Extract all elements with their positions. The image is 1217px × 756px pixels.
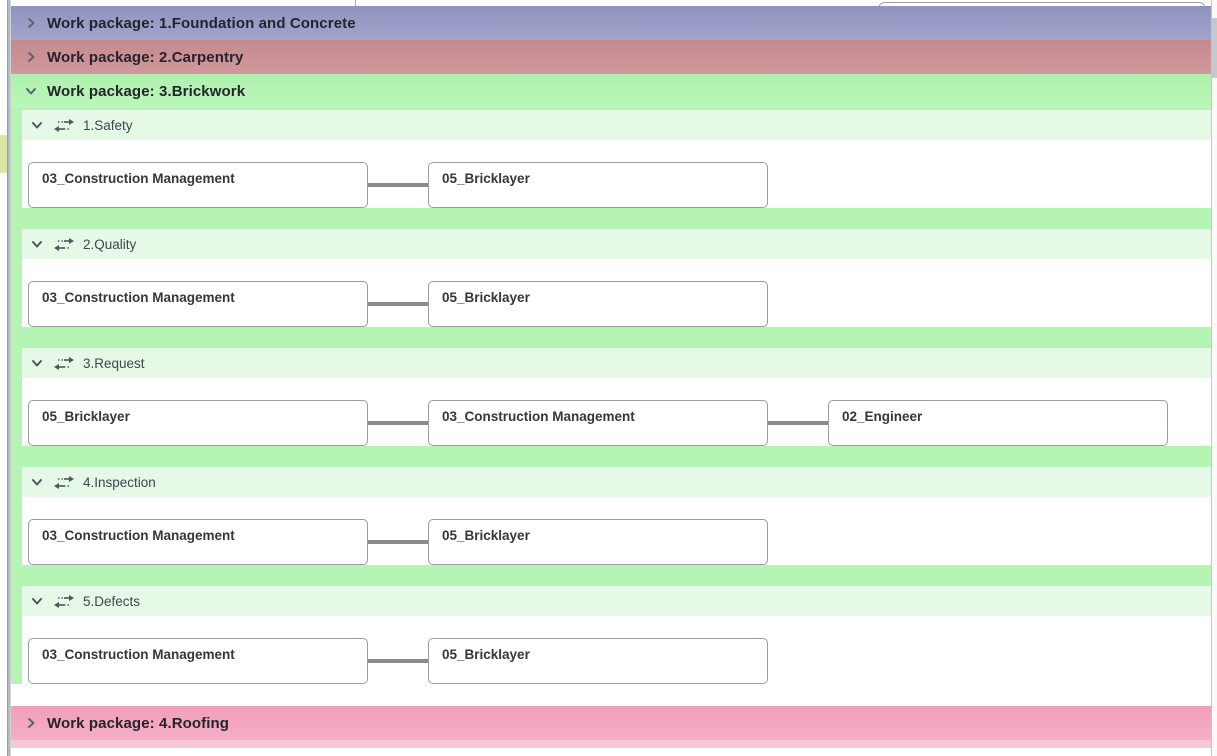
section-gap	[11, 696, 1211, 706]
task-node[interactable]: 05_Bricklayer	[28, 400, 368, 446]
panel-splitter[interactable]	[7, 0, 11, 756]
sequence-flow-connector	[368, 540, 428, 544]
process-label: 1.Safety	[83, 117, 133, 133]
work-package-header[interactable]: Work package: 4.Roofing	[11, 706, 1211, 740]
process-diagram-row: 03_Construction Management 05_Bricklayer	[22, 638, 1211, 684]
scrollbar-thumb[interactable]	[1212, 18, 1217, 78]
chevron-down-icon	[30, 475, 44, 489]
process-row: 1.Safety 03_Construction Management 05_Bri…	[22, 110, 1211, 208]
left-gutter	[0, 0, 7, 756]
swap-arrows-icon	[53, 594, 75, 609]
sequence-flow-connector	[368, 421, 428, 425]
task-node[interactable]: 05_Bricklayer	[428, 638, 768, 684]
work-package-header[interactable]: Work package: 2.Carpentry	[11, 40, 1211, 74]
sequence-flow-connector	[368, 302, 428, 306]
process-label: 3.Request	[83, 355, 145, 371]
process-diagram-row: 03_Construction Management 05_Bricklayer	[22, 519, 1211, 565]
chevron-down-icon	[30, 237, 44, 251]
work-package-header[interactable]: Work package: 3.Brickwork	[11, 74, 1211, 108]
process-diagram-row: 03_Construction Management 05_Bricklayer	[22, 162, 1211, 208]
chevron-right-icon	[24, 16, 38, 30]
chevron-right-icon	[24, 50, 38, 64]
task-node[interactable]: 05_Bricklayer	[428, 281, 768, 327]
process-row: 3.Request 05_Bricklayer 03_Construction Ma…	[22, 348, 1211, 446]
vertical-scrollbar[interactable]	[1211, 0, 1217, 756]
chevron-down-icon	[30, 594, 44, 608]
process-header[interactable]: 3.Request	[22, 348, 1211, 378]
task-node[interactable]: 03_Construction Management	[28, 162, 368, 208]
sequence-flow-connector	[768, 421, 828, 425]
swap-arrows-icon	[53, 237, 75, 252]
sequence-flow-connector	[368, 659, 428, 663]
process-row: 4.Inspection 03_Construction Management 05…	[22, 467, 1211, 565]
task-node[interactable]: 05_Bricklayer	[428, 162, 768, 208]
chevron-down-icon	[30, 118, 44, 132]
sequence-flow-connector	[368, 183, 428, 187]
process-diagram-row: 03_Construction Management 05_Bricklayer	[22, 281, 1211, 327]
next-row-edge	[11, 740, 1211, 748]
work-package-header[interactable]: Work package: 1.Foundation and Concrete	[11, 6, 1211, 40]
process-header[interactable]: 2.Quality	[22, 229, 1211, 259]
process-header[interactable]: 1.Safety	[22, 110, 1211, 140]
toolbar-bottom-edge	[11, 0, 1211, 6]
swap-arrows-icon	[53, 475, 75, 490]
process-header[interactable]: 5.Defects	[22, 586, 1211, 616]
task-node[interactable]: 03_Construction Management	[428, 400, 768, 446]
work-package-label: Work package: 4.Roofing	[47, 714, 230, 732]
task-node[interactable]: 03_Construction Management	[28, 281, 368, 327]
minimized-panel-chip[interactable]	[0, 135, 7, 173]
task-node[interactable]: 05_Bricklayer	[428, 519, 768, 565]
toolbar-input-edge[interactable]	[878, 2, 1206, 6]
process-label: 2.Quality	[83, 236, 137, 252]
work-package-label: Work package: 3.Brickwork	[47, 82, 246, 100]
toolbar-divider	[355, 0, 356, 6]
work-package-section: Work package: 3.Brickwork 1.Safety 03_Cons…	[11, 74, 1211, 684]
process-row: 5.Defects 03_Construction Management 05_Br…	[22, 586, 1211, 684]
task-node[interactable]: 02_Engineer	[828, 400, 1168, 446]
chevron-down-icon	[24, 84, 38, 98]
task-node[interactable]: 03_Construction Management	[28, 638, 368, 684]
task-node[interactable]: 03_Construction Management	[28, 519, 368, 565]
chevron-down-icon	[30, 356, 44, 370]
chevron-right-icon	[24, 716, 38, 730]
process-label: 5.Defects	[83, 593, 141, 609]
process-header[interactable]: 4.Inspection	[22, 467, 1211, 497]
process-row: 2.Quality 03_Construction Management 05_Br…	[22, 229, 1211, 327]
process-label: 4.Inspection	[83, 474, 156, 490]
swap-arrows-icon	[53, 118, 75, 133]
swap-arrows-icon	[53, 356, 75, 371]
work-package-label: Work package: 1.Foundation and Concrete	[47, 14, 356, 32]
work-package-label: Work package: 2.Carpentry	[47, 48, 244, 66]
roofing-slot: Work package: 4.Roofing	[11, 706, 1211, 740]
process-diagram-row: 05_Bricklayer 03_Construction Management 0…	[22, 400, 1211, 446]
